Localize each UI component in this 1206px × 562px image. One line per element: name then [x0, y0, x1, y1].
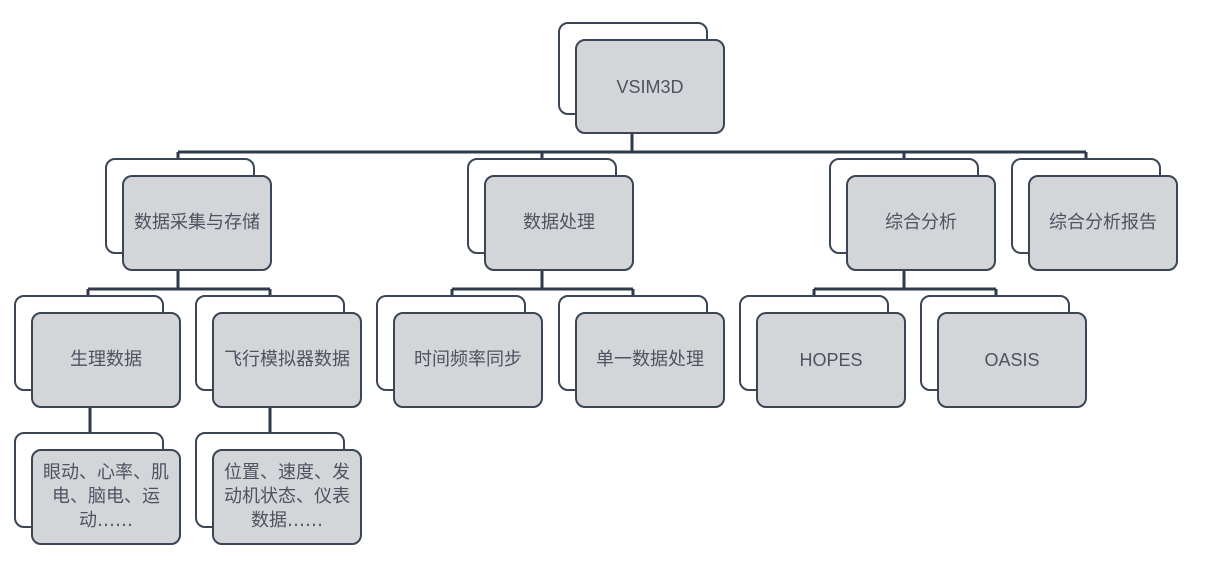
node-oasis[interactable]: OASIS	[920, 295, 1088, 410]
node-data-processing-label: 数据处理	[523, 212, 595, 233]
node-hopes[interactable]: HOPES	[739, 295, 907, 410]
node-time-freq-sync-label: 时间频率同步	[414, 349, 522, 370]
node-analysis-report-label: 综合分析报告	[1049, 212, 1157, 233]
node-time-freq-sync[interactable]: 时间频率同步	[376, 295, 544, 410]
node-root-label: VSIM3D	[616, 76, 684, 97]
node-physio-detail-label: 眼动、心率、肌电、脑电、运动……	[43, 462, 169, 531]
connector-collection	[86, 270, 272, 297]
node-data-processing-box: 数据处理	[484, 175, 634, 271]
node-root-box: VSIM3D	[575, 39, 725, 134]
node-data-collection-box: 数据采集与存储	[122, 175, 272, 271]
node-physiological-data-label: 生理数据	[70, 349, 142, 370]
node-hopes-label: HOPES	[799, 350, 863, 370]
node-hopes-box: HOPES	[756, 312, 906, 408]
node-data-collection-label: 数据采集与存储	[134, 212, 260, 233]
connector-analysis	[812, 270, 998, 297]
node-analysis-report[interactable]: 综合分析报告	[1011, 158, 1179, 273]
connector-root	[176, 130, 1088, 160]
node-analysis-report-box: 综合分析报告	[1028, 175, 1178, 271]
node-physiological-data[interactable]: 生理数据	[14, 295, 182, 410]
node-comprehensive-analysis-label: 综合分析	[885, 212, 957, 233]
node-physiological-data-box: 生理数据	[31, 312, 181, 408]
node-root[interactable]: VSIM3D	[558, 22, 726, 134]
node-time-freq-sync-box: 时间频率同步	[393, 312, 543, 408]
node-oasis-box: OASIS	[937, 312, 1087, 408]
node-data-processing[interactable]: 数据处理	[467, 158, 635, 273]
node-comprehensive-analysis[interactable]: 综合分析	[829, 158, 997, 273]
node-comprehensive-analysis-box: 综合分析	[846, 175, 996, 271]
node-flight-detail-label: 位置、速度、发动机状态、仪表数据……	[224, 462, 350, 531]
node-oasis-label: OASIS	[984, 350, 1040, 370]
node-physio-detail[interactable]: 眼动、心率、肌电、脑电、运动……	[14, 432, 182, 547]
node-single-data-processing-box: 单一数据处理	[575, 312, 725, 408]
node-flight-sim-data-box: 飞行模拟器数据	[212, 312, 362, 408]
node-flight-sim-data-label: 飞行模拟器数据	[224, 349, 350, 370]
node-data-collection[interactable]: 数据采集与存储	[105, 158, 273, 273]
node-physio-detail-box: 眼动、心率、肌电、脑电、运动……	[31, 449, 181, 545]
node-flight-detail-box: 位置、速度、发动机状态、仪表数据……	[212, 449, 362, 545]
connector-processing	[450, 270, 635, 297]
node-single-data-processing-label: 单一数据处理	[596, 349, 704, 370]
node-flight-sim-data[interactable]: 飞行模拟器数据	[195, 295, 363, 410]
node-flight-detail[interactable]: 位置、速度、发动机状态、仪表数据……	[195, 432, 363, 547]
node-single-data-processing[interactable]: 单一数据处理	[558, 295, 726, 410]
